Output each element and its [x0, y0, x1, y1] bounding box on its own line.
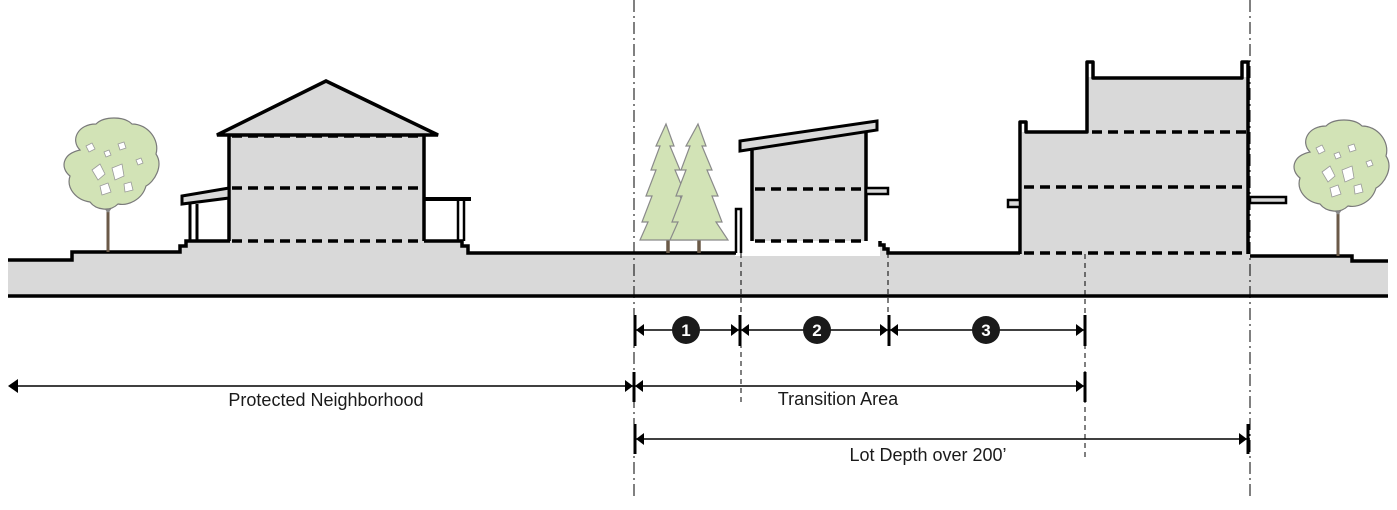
stepped-multistory-building	[1006, 60, 1288, 255]
gable-roof-house	[180, 79, 471, 243]
zone-marker-2: 2	[803, 316, 831, 344]
zone-marker-3-label: 3	[981, 321, 990, 340]
transition-area-label: Transition Area	[778, 389, 899, 409]
lot-depth-dimension-row: Lot Depth over 200’	[633, 424, 1250, 465]
zone-marker-3: 3	[972, 316, 1000, 344]
lot-depth-label: Lot Depth over 200’	[849, 445, 1006, 465]
evergreen-trees-buffer	[639, 122, 730, 253]
zone-marker-2-label: 2	[812, 321, 821, 340]
deciduous-tree-left	[63, 117, 160, 252]
protected-neighborhood-label: Protected Neighborhood	[228, 390, 423, 410]
neighborhood-dimension-row: Protected Neighborhood Transition Area	[8, 372, 1087, 410]
fence	[734, 207, 743, 253]
shed-roof-building	[738, 119, 890, 243]
zone-marker-1-label: 1	[681, 321, 690, 340]
arrowhead-left	[8, 379, 18, 393]
tick-marks	[633, 315, 1087, 346]
deciduous-tree-right	[1293, 119, 1390, 256]
zone-marker-1: 1	[672, 316, 700, 344]
zone-dimension-row: 1 2 3	[633, 315, 1087, 346]
